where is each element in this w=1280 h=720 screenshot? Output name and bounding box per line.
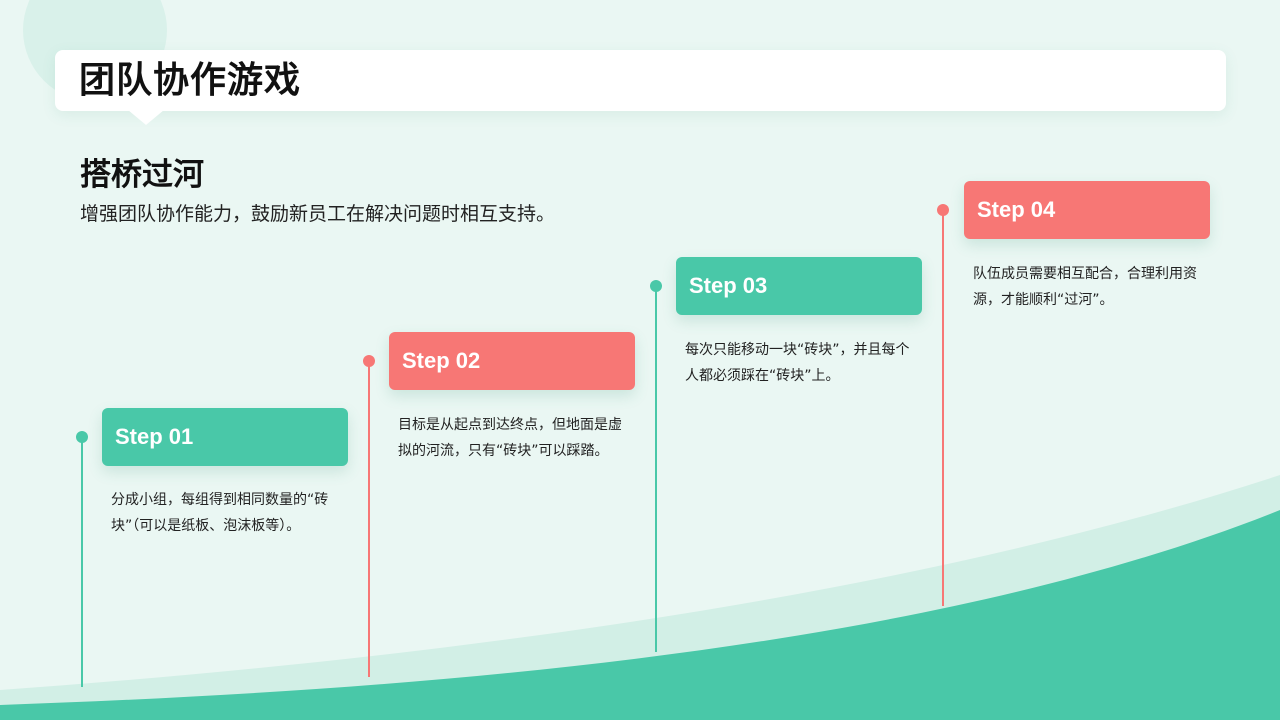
step-01-timeline (81, 437, 83, 687)
step-04-box: Step 04 (964, 181, 1210, 239)
step-01-text: 分成小组，每组得到相同数量的“砖块”（可以是纸板、泡沫板等）。 (111, 492, 329, 534)
step-03-timeline (655, 286, 657, 652)
step-03-box: Step 03 (676, 257, 922, 315)
step-04-timeline (942, 210, 944, 606)
step-02-timeline (368, 361, 370, 677)
step-04-label: Step 04 (977, 197, 1056, 222)
title-bar: 团队协作游戏 (55, 50, 1226, 111)
game-name: 搭桥过河 (80, 157, 204, 193)
step-04-dot (937, 204, 949, 216)
page-title: 团队协作游戏 (79, 60, 302, 101)
step-04-text: 队伍成员需要相互配合，合理利用资源，才能顺利“过河”。 (973, 266, 1197, 308)
step-02-text: 目标是从起点到达终点，但地面是虚拟的河流，只有“砖块”可以踩踏。 (398, 417, 622, 459)
step-01-box: Step 01 (102, 408, 348, 466)
step-01-label: Step 01 (115, 424, 194, 449)
game-description: 增强团队协作能力，鼓励新员工在解决问题时相互支持。 (80, 203, 556, 225)
step-03-dot (650, 280, 662, 292)
title-bar-pointer (128, 110, 164, 125)
step-02-label: Step 02 (402, 348, 481, 373)
wave-front (0, 510, 1280, 720)
step-01-dot (76, 431, 88, 443)
step-03-label: Step 03 (689, 273, 768, 298)
step-02-dot (363, 355, 375, 367)
step-02-box: Step 02 (389, 332, 635, 390)
step-03-text: 每次只能移动一块“砖块”，并且每个人都必须踩在“砖块”上。 (685, 342, 910, 384)
